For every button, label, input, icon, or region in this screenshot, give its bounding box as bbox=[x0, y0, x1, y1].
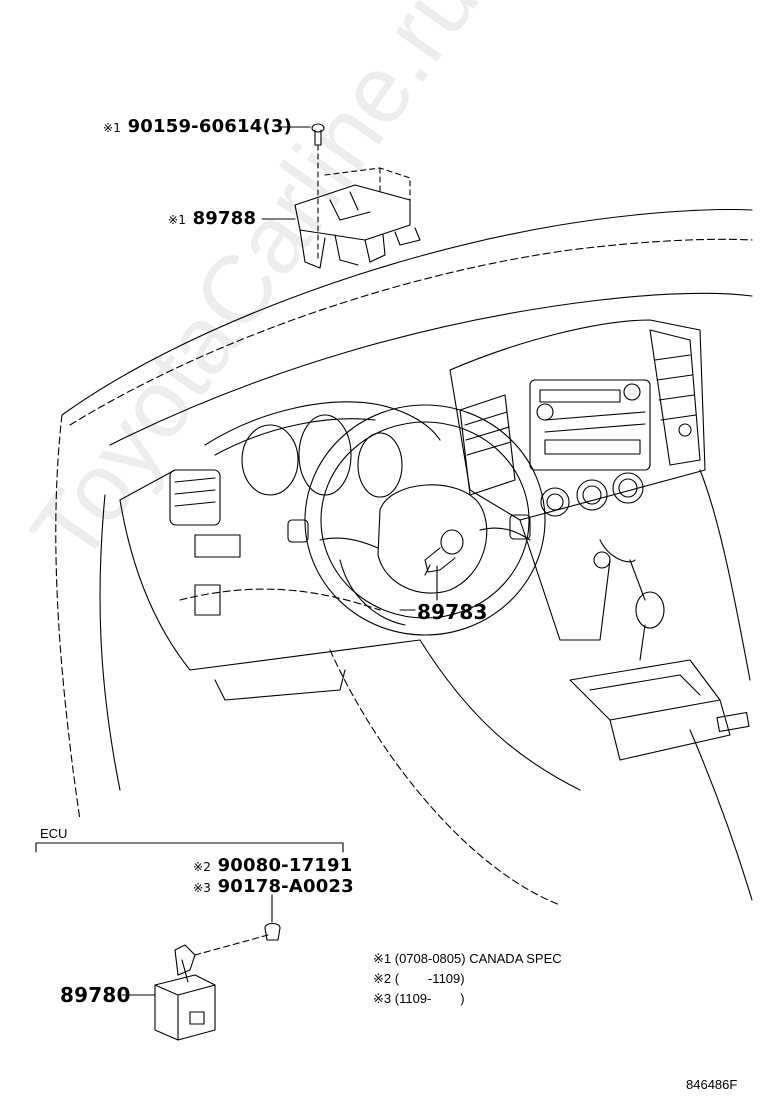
steering-hub bbox=[377, 484, 488, 594]
mark-bolt: ※1 bbox=[103, 121, 122, 135]
note-3-text: (1109- ) bbox=[394, 991, 465, 1006]
part-number-ecu-clip: 90080-17191 bbox=[217, 855, 353, 876]
center-stack bbox=[449, 319, 706, 521]
diagram-code: 846486F bbox=[686, 1077, 738, 1092]
gauge-left bbox=[241, 424, 299, 496]
gauge-center bbox=[298, 414, 352, 496]
cluster-hood bbox=[204, 401, 441, 446]
label-bolt: ※1 90159-60614(3) bbox=[103, 118, 292, 136]
note-3-mark: ※3 bbox=[373, 991, 392, 1006]
section-label-ecu: ECU bbox=[40, 826, 68, 841]
gauge-right bbox=[357, 432, 403, 498]
climate-knob-left bbox=[540, 487, 570, 517]
part-number-sensor: 89783 bbox=[417, 600, 488, 624]
part-number-bracket: 89788 bbox=[192, 208, 257, 229]
climate-knob-center bbox=[576, 479, 608, 511]
left-vent bbox=[169, 469, 221, 526]
steering-wheel-inner bbox=[320, 421, 530, 619]
dash-top-curve bbox=[61, 208, 753, 416]
label-ecu: 89780 bbox=[60, 985, 131, 1005]
note-1-mark: ※1 bbox=[373, 951, 392, 966]
mark-bracket: ※1 bbox=[168, 213, 187, 227]
label-sensor: 89783 bbox=[417, 602, 488, 622]
note-2-mark: ※2 bbox=[373, 971, 392, 986]
a-pillar bbox=[55, 414, 81, 821]
radio-unit bbox=[529, 379, 651, 471]
note-1-text: (0708-0805) CANADA SPEC bbox=[394, 951, 562, 966]
part-number-ecu-clip-alt: 90178-A0023 bbox=[217, 876, 354, 897]
sensor-89783-drawing bbox=[424, 529, 464, 601]
note-3: ※3 (1109- ) bbox=[373, 992, 465, 1005]
bracket-89788-drawing bbox=[294, 167, 421, 269]
label-ecu-clip: ※2 90080-17191 bbox=[193, 857, 352, 875]
dash-upper-edge bbox=[109, 292, 753, 446]
part-number-ecu: 89780 bbox=[60, 983, 131, 1007]
mark-ecu-clip-alt: ※3 bbox=[193, 881, 212, 895]
note-2-text: ( -1109) bbox=[394, 971, 465, 986]
mark-ecu-clip: ※2 bbox=[193, 860, 212, 874]
climate-knob-right bbox=[612, 472, 644, 504]
label-ecu-clip-alt: ※3 90178-A0023 bbox=[193, 878, 354, 896]
ecu-section-frame bbox=[35, 842, 344, 853]
note-1: ※1 (0708-0805) CANADA SPEC bbox=[373, 952, 562, 965]
part-number-bolt: 90159-60614(3) bbox=[127, 116, 293, 137]
ecu-clip-drawing bbox=[194, 894, 281, 956]
dash-top-curve-inner bbox=[69, 238, 753, 426]
ecu-89780-drawing bbox=[154, 944, 216, 1041]
note-2: ※2 ( -1109) bbox=[373, 972, 465, 985]
bolt-drawing bbox=[311, 123, 325, 261]
shift-lever bbox=[629, 559, 646, 601]
label-bracket: ※1 89788 bbox=[168, 210, 256, 228]
